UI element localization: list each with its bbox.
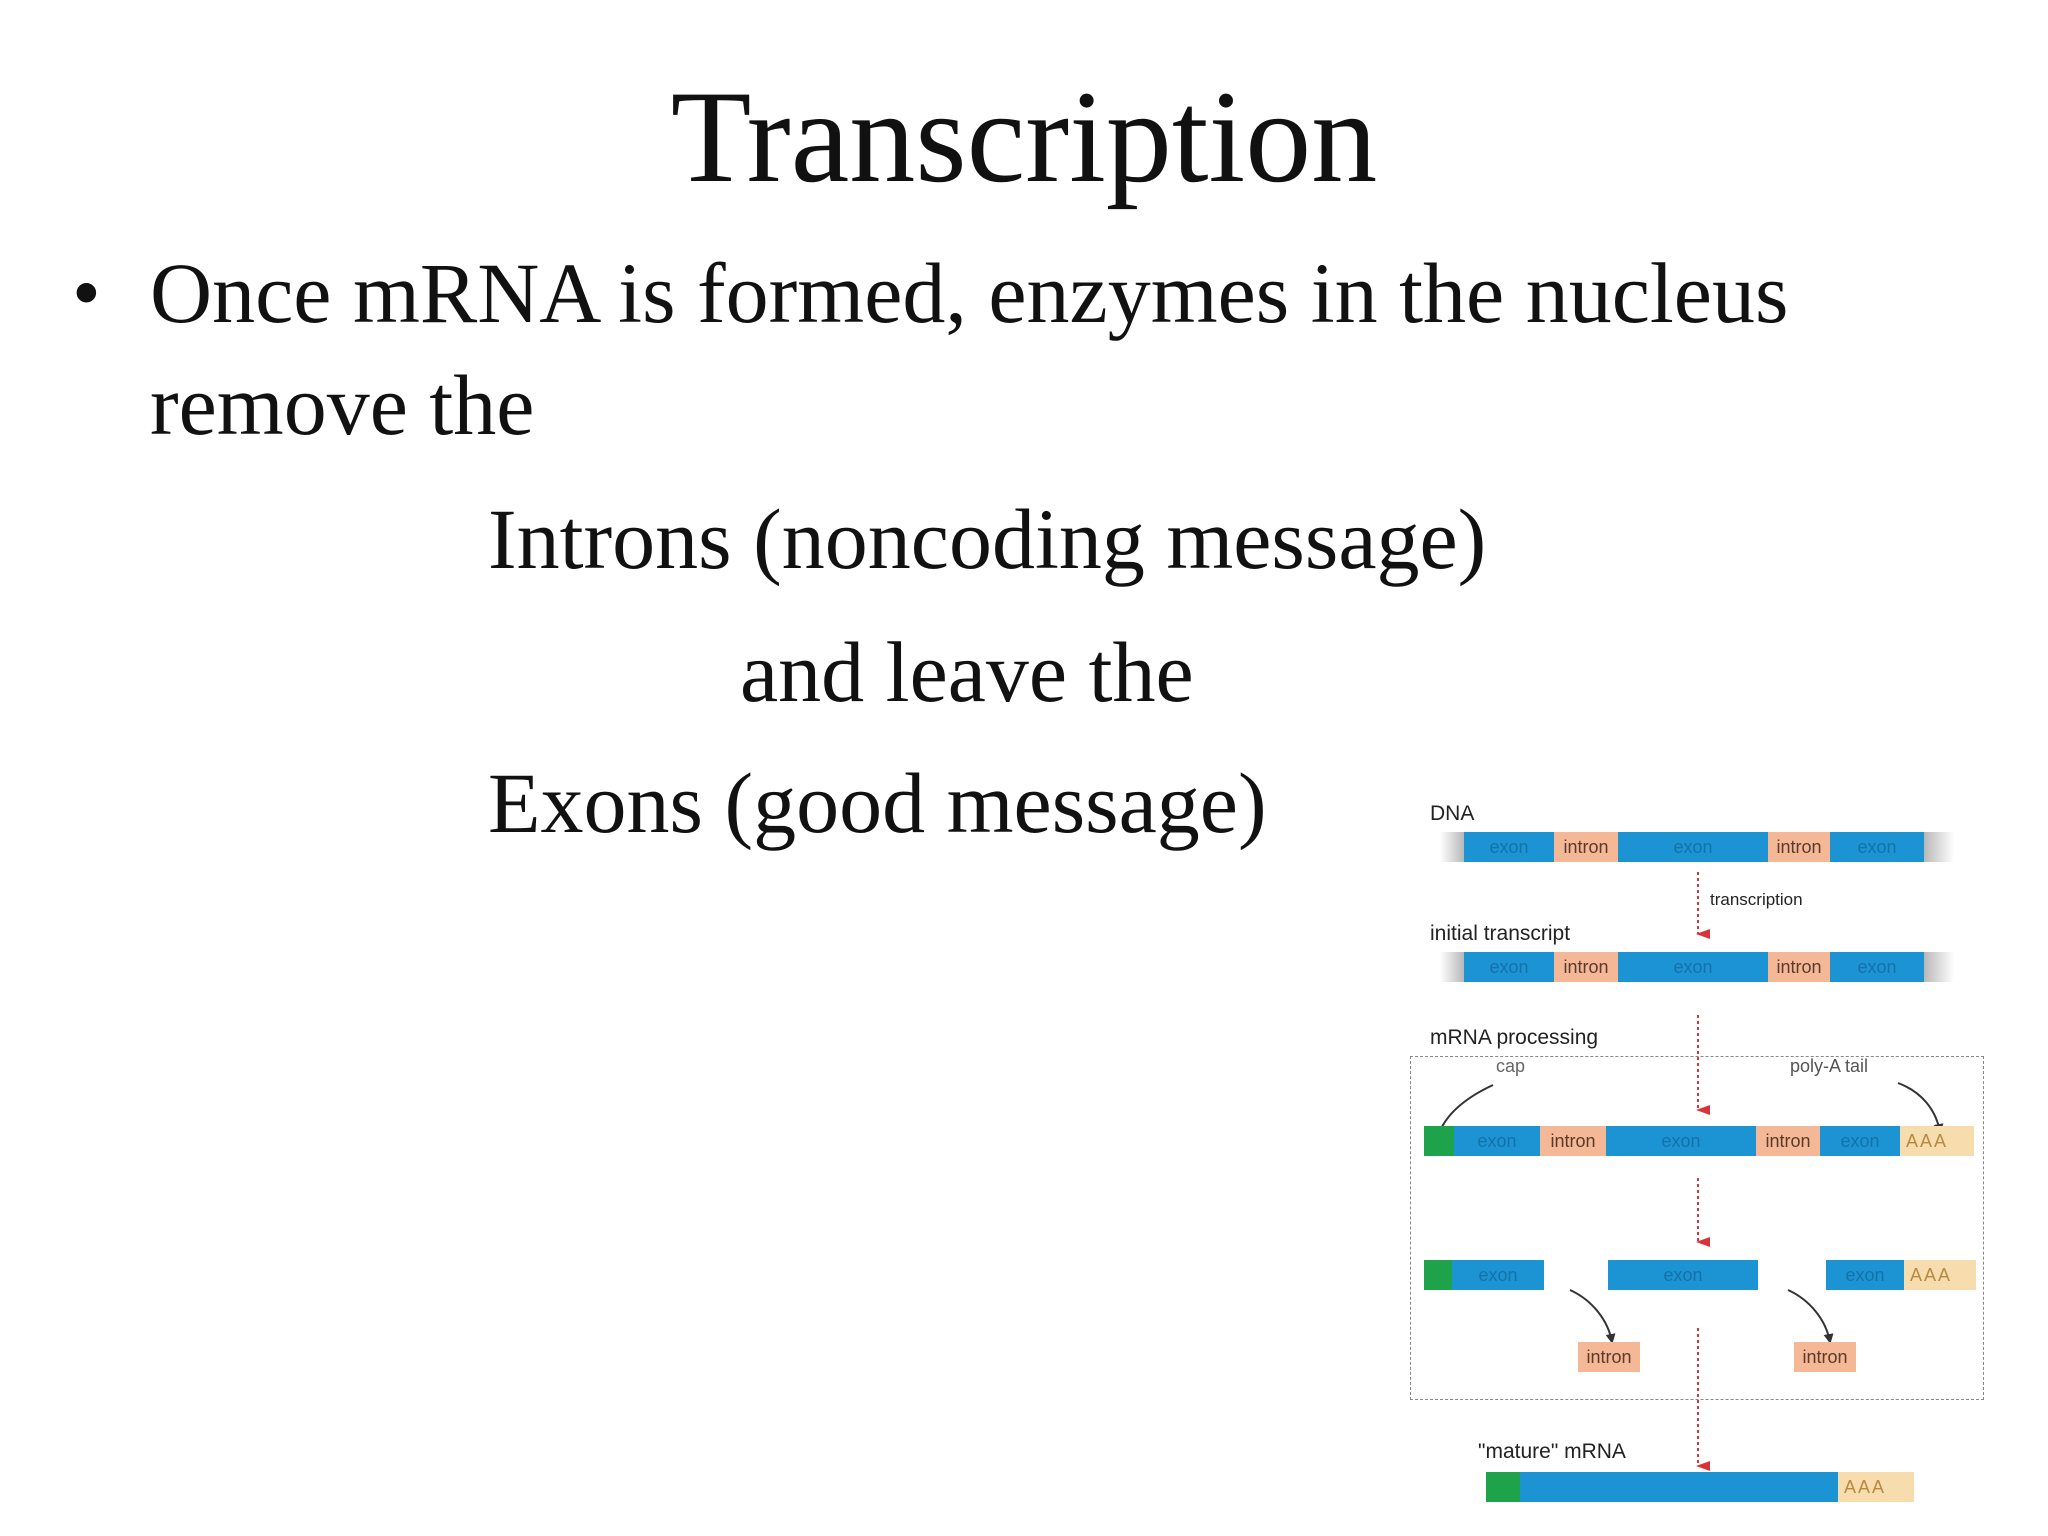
initial-transcript-strand: exon intron exon intron exon xyxy=(1440,952,1954,982)
dna-intron: intron xyxy=(1768,832,1830,862)
cap-segment xyxy=(1424,1260,1452,1290)
dna-intron: intron xyxy=(1554,832,1618,862)
leave-the-line: and leave the xyxy=(740,624,1194,720)
bullet-text-line-1: Once mRNA is formed, enzymes in the nucl… xyxy=(150,245,1789,341)
intron-excision-arrow-1 xyxy=(1569,1289,1616,1344)
cap-label: cap xyxy=(1496,1056,1526,1076)
spliced-exon: exon xyxy=(1452,1260,1544,1290)
transcript-exon: exon xyxy=(1830,952,1924,982)
processing-intron: intron xyxy=(1540,1126,1606,1156)
mature-mrna-label: "mature" mRNA xyxy=(1478,1440,1626,1463)
slide-title: Transcription xyxy=(670,63,1378,210)
excised-intron: intron xyxy=(1578,1342,1640,1372)
exons-line: Exons (good message) xyxy=(488,755,1267,851)
initial-transcript-label: initial transcript xyxy=(1430,922,1571,945)
processing-intron: intron xyxy=(1756,1126,1820,1156)
poly-a-tail-label: poly-A tail xyxy=(1790,1056,1869,1076)
poly-a-tail: AAA xyxy=(1904,1260,1976,1290)
dna-exon: exon xyxy=(1464,832,1554,862)
spliced-exon: exon xyxy=(1826,1260,1904,1290)
intron-excision-arrow-2 xyxy=(1787,1289,1834,1344)
spliced-piece-1: exon xyxy=(1424,1260,1544,1290)
processing-exon: exon xyxy=(1820,1126,1900,1156)
bullet-point: • xyxy=(72,247,101,338)
dna-strand: exon intron exon intron exon xyxy=(1440,832,1954,862)
transcript-exon: exon xyxy=(1618,952,1768,982)
excised-intron: intron xyxy=(1794,1342,1856,1372)
mrna-processing-diagram: DNA exon intron exon intron exon transcr… xyxy=(1390,780,2010,1520)
cap-segment xyxy=(1486,1472,1520,1502)
processing-box xyxy=(1410,1056,1984,1400)
dna-fade-right xyxy=(1924,832,1954,862)
processing-exon: exon xyxy=(1606,1126,1756,1156)
transcript-intron: intron xyxy=(1554,952,1618,982)
processing-exon: exon xyxy=(1454,1126,1540,1156)
spliced-exon: exon xyxy=(1608,1260,1758,1290)
bullet-text-line-2: remove the xyxy=(150,357,535,453)
transcript-exon: exon xyxy=(1464,952,1554,982)
dna-fade-left xyxy=(1440,832,1464,862)
poly-a-tail: AAA xyxy=(1900,1126,1974,1156)
transcription-label: transcription xyxy=(1710,890,1803,909)
cap-segment xyxy=(1424,1126,1454,1156)
transcript-fade-right xyxy=(1924,952,1954,982)
processing-strand: exon intron exon intron exon AAA xyxy=(1424,1126,1984,1156)
spliced-piece-3: exon AAA xyxy=(1826,1260,1976,1290)
dna-label: DNA xyxy=(1430,802,1475,825)
dna-exon: exon xyxy=(1830,832,1924,862)
poly-a-tail: AAA xyxy=(1838,1472,1914,1502)
transcript-fade-left xyxy=(1440,952,1464,982)
dna-exon: exon xyxy=(1618,832,1768,862)
introns-line: Introns (noncoding message) xyxy=(488,491,1487,587)
mrna-processing-label: mRNA processing xyxy=(1430,1026,1599,1049)
mature-mrna-strand: AAA xyxy=(1486,1472,1914,1502)
mature-exon-body xyxy=(1520,1472,1838,1502)
transcript-intron: intron xyxy=(1768,952,1830,982)
